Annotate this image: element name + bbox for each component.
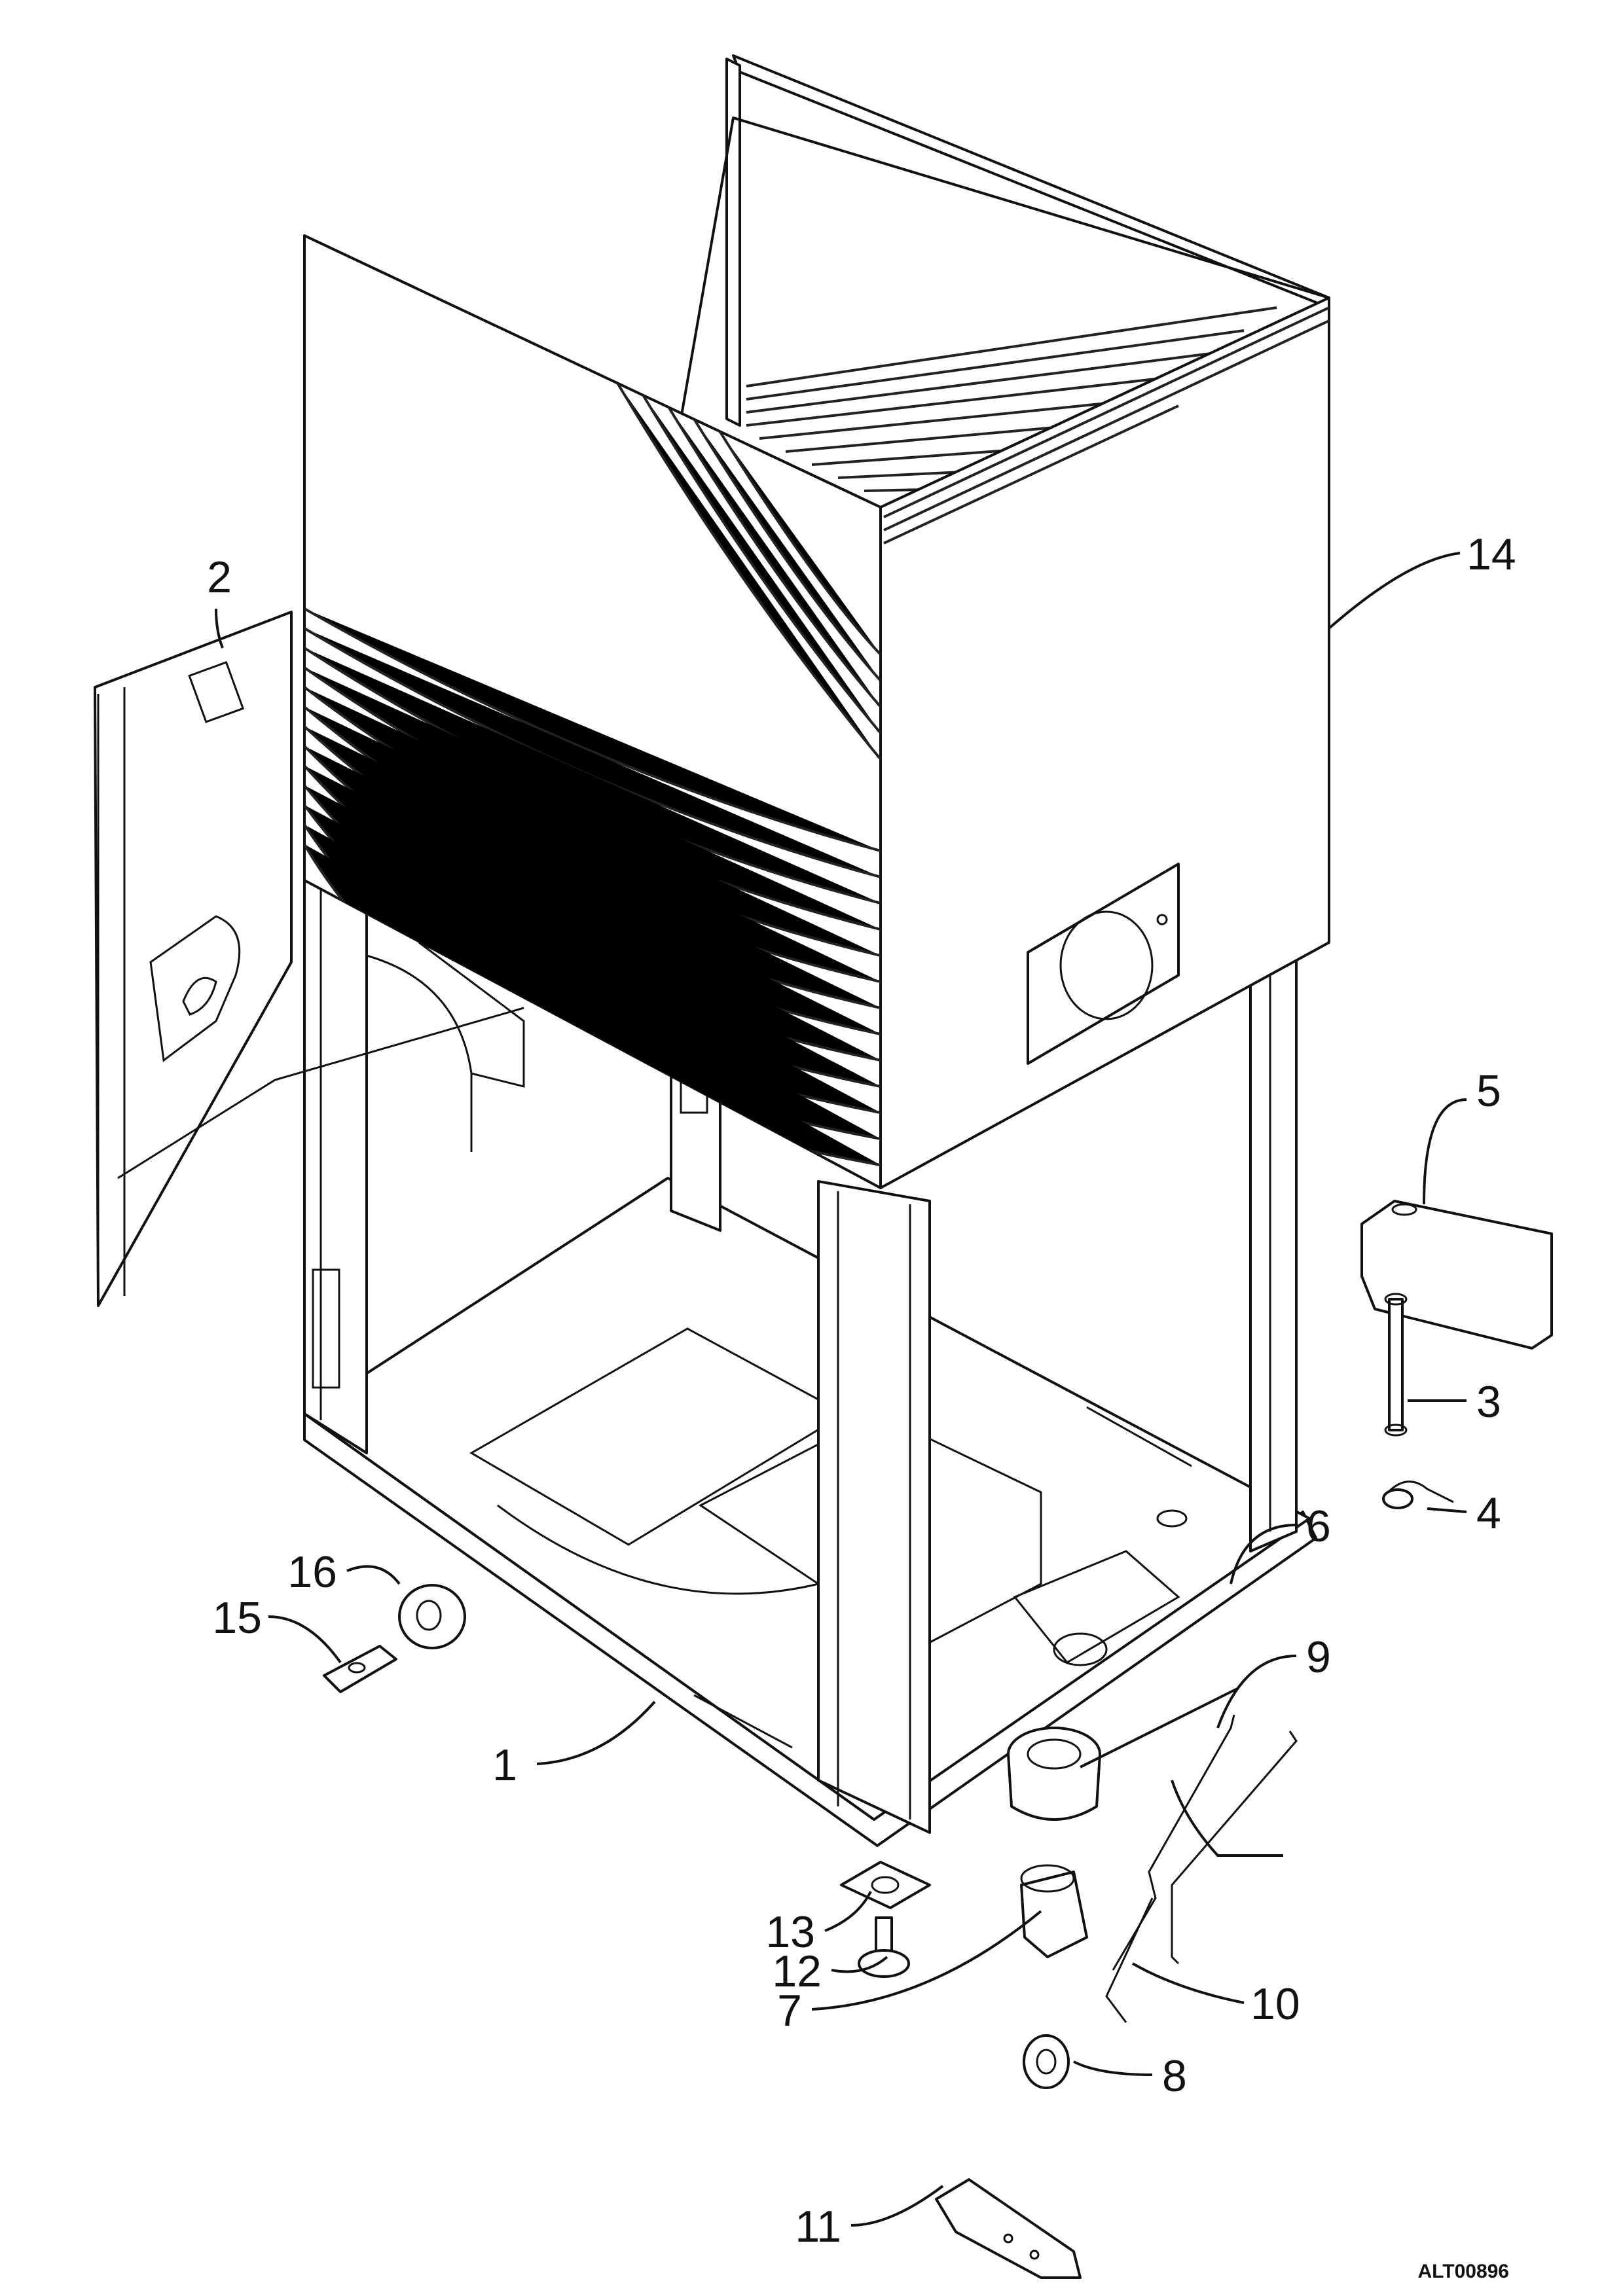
adjustable-foot-part-12 xyxy=(858,1916,910,1978)
callout-4: 4 xyxy=(1476,1488,1501,1538)
hose-part-3 xyxy=(1384,1293,1408,1437)
cup-part-6 xyxy=(1007,1727,1101,1821)
callout-1: 1 xyxy=(492,1740,517,1790)
wrench-part-11 xyxy=(935,2178,1082,2279)
callout-11: 11 xyxy=(795,2202,841,2251)
bracket-part-15 xyxy=(323,1645,397,1693)
cabinet-part-14 xyxy=(303,54,1330,1189)
callout-15: 15 xyxy=(212,1593,262,1643)
callout-13: 13 xyxy=(765,1907,815,1957)
callout-6: 6 xyxy=(1306,1501,1331,1551)
rod-part-9 xyxy=(1112,1714,1298,1971)
lid-part-5 xyxy=(1360,1200,1553,1350)
callout-14: 14 xyxy=(1467,529,1516,579)
nut-part-8 xyxy=(1023,2034,1070,2089)
callout-labels: 1 2 3 4 5 6 7 8 9 10 11 12 13 14 15 16 xyxy=(207,529,1516,2251)
callout-2: 2 xyxy=(207,552,232,602)
callout-12: 12 xyxy=(772,1946,822,1996)
foot-part-7 xyxy=(1020,1864,1088,1958)
rod-part-10 xyxy=(1105,1897,1154,2023)
callout-16: 16 xyxy=(287,1547,337,1597)
callout-9: 9 xyxy=(1306,1632,1331,1682)
grommet-part-16 xyxy=(398,1584,466,1649)
callout-leaders xyxy=(215,552,1467,2227)
clip-part-4 xyxy=(1382,1480,1454,1509)
callout-3: 3 xyxy=(1476,1377,1501,1427)
base-frame-part-1 xyxy=(303,879,1317,1847)
callout-7: 7 xyxy=(777,1986,802,2036)
callout-5: 5 xyxy=(1476,1066,1501,1116)
foot-plate-part-13 xyxy=(840,1861,931,1909)
rear-panel-part-2 xyxy=(94,611,524,1307)
drawing-reference: ALT00896 xyxy=(1417,2261,1509,2282)
callout-8: 8 xyxy=(1162,2051,1187,2101)
callout-10: 10 xyxy=(1250,1979,1300,2029)
